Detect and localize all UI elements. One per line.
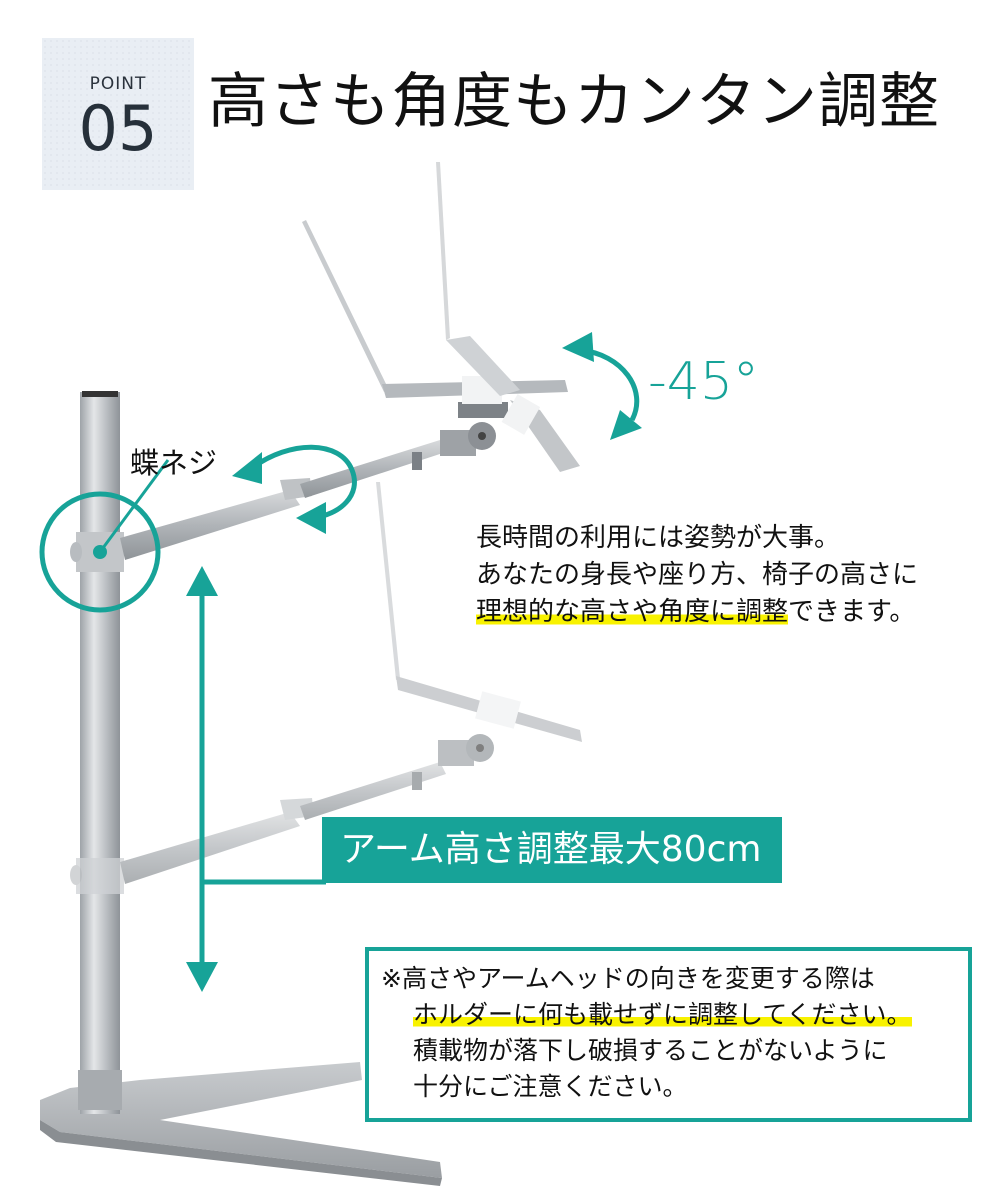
- lower-arm: [70, 734, 494, 894]
- description-line: 長時間の利用には姿勢が大事。: [476, 523, 841, 553]
- notice-line: 十分にご注意ください。: [413, 1072, 688, 1101]
- screw-highlight-circle: [39, 491, 161, 613]
- description-line: あなたの身長や座り方、椅子の高さに: [476, 560, 919, 590]
- tilt-angle-label: -45°: [648, 352, 759, 412]
- description-line-rest: できます。: [788, 597, 916, 627]
- height-range-arrow-icon: [186, 566, 326, 992]
- upper-laptop: [302, 162, 580, 472]
- stand-base: [40, 1062, 442, 1186]
- point-label: POINT: [89, 74, 147, 94]
- notice-line: ホルダーに何も載せずに調整してください。: [381, 997, 968, 1033]
- page-title: 高さも角度もカンタン調整: [208, 67, 940, 137]
- point-number: 05: [78, 92, 158, 165]
- notice-highlight: ホルダーに何も載せずに調整してください。: [413, 1000, 912, 1029]
- wing-screw-label: 蝶ネジ: [130, 446, 218, 480]
- upper-arm: [70, 402, 508, 572]
- notice-line: ※高さやアームヘッドの向きを変更する際は: [381, 964, 875, 993]
- height-adjust-badge: アーム高さ調整最大80cm: [322, 817, 782, 883]
- description-line: 理想的な高さや角度に調整できます。: [476, 594, 918, 631]
- tilt-arrow-icon: [579, 347, 640, 422]
- description-highlight: 理想的な高さや角度に調整: [476, 597, 789, 627]
- swivel-arrow-icon: [250, 444, 357, 521]
- caution-notice: ※高さやアームヘッドの向きを変更する際は ホルダーに何も載せずに調整してください…: [365, 947, 972, 1122]
- stand-pole: [80, 392, 120, 1114]
- description-text: 長時間の利用には姿勢が大事。 あなたの身長や座り方、椅子の高さに 理想的な高さや…: [476, 520, 918, 631]
- lower-laptop: [376, 482, 582, 742]
- point-badge: POINT 05: [42, 38, 194, 190]
- notice-line: 積載物が落下し破損することがないように: [413, 1036, 888, 1065]
